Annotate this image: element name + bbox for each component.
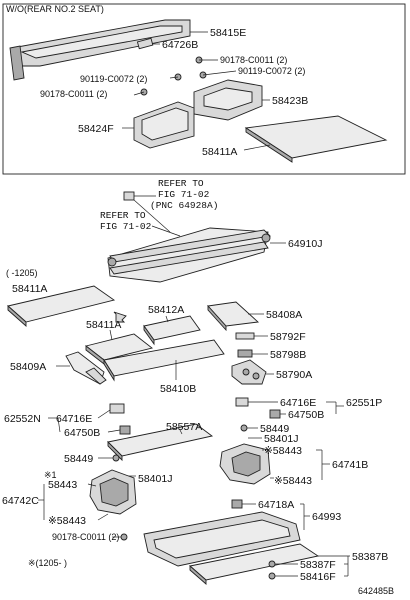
frame-caption: W/O(REAR NO.2 SEAT): [6, 4, 104, 14]
screw-icon: [112, 454, 120, 462]
label-58443-l2: ※58443: [48, 515, 86, 527]
range-note-2: ※(1205- ): [28, 558, 67, 568]
label-58410B: 58410B: [160, 383, 196, 395]
label-58790A: 58790A: [276, 369, 312, 381]
label-58424F: 58424F: [78, 123, 114, 135]
label-64910J: 64910J: [288, 238, 322, 250]
label-64993: 64993: [312, 511, 341, 523]
label-64750B-left: 64750B: [64, 427, 100, 439]
label-90178-bottom: 90178-C0011 (2): [52, 532, 119, 542]
part-58798B-shape: [237, 349, 253, 358]
part-64993-shape: [143, 499, 301, 567]
label-58411A-mid: 58411A: [12, 283, 47, 295]
part-64726B-shape: [136, 37, 154, 50]
label-58387B: 58387B: [352, 551, 388, 563]
label-64741B: 64741B: [332, 459, 368, 471]
label-58792F: 58792F: [270, 331, 306, 343]
part-64910J-shape: [107, 227, 271, 283]
svg-text:FIG 71-02: FIG 71-02: [100, 221, 152, 232]
part-58408A-shape: [207, 301, 260, 332]
label-58449-right: 58449: [260, 423, 289, 435]
part-64750B-left-shape: [119, 425, 131, 435]
refer-note-1: REFER TO FIG 71-02 (PNC 64928A): [150, 178, 218, 211]
label-64716E-left: 64716E: [56, 413, 92, 425]
label-64718A: 64718A: [258, 499, 294, 511]
part-58415E-shape: [9, 19, 191, 81]
label-90119-right: 90119-C0072 (2): [238, 66, 305, 76]
fastener-icon: [268, 560, 276, 568]
part-58790A-shape: [231, 359, 267, 385]
label-58416F: 58416F: [300, 571, 336, 583]
label-58798B: 58798B: [270, 349, 306, 361]
range-note-1: ( -1205): [6, 268, 38, 278]
svg-text:REFER TO: REFER TO: [158, 178, 204, 189]
label-58409A: 58409A: [10, 361, 46, 373]
label-58411A-top: 58411A: [202, 146, 237, 158]
part-64742C-shape: [89, 469, 137, 515]
part-58423B-shape: [193, 79, 263, 121]
label-90119-left: 90119-C0072 (2): [80, 74, 147, 84]
label-62551P: 62551P: [346, 397, 382, 409]
label-64726B: 64726B: [162, 39, 198, 51]
part-64716E-right-shape: [235, 397, 249, 407]
part-58409A-shape: [65, 351, 107, 385]
label-58443-r1: ※58443: [264, 445, 302, 457]
label-58401J-right: 58401J: [264, 433, 298, 445]
label-58423B: 58423B: [272, 95, 308, 107]
svg-text:(PNC 64928A): (PNC 64928A): [150, 200, 218, 211]
label-90178-top: 90178-C0011 (2): [220, 55, 287, 65]
svg-text:FIG 71-02: FIG 71-02: [158, 189, 210, 200]
label-62552N: 62552N: [4, 413, 41, 425]
part-58410B-shape: [103, 339, 225, 382]
refer-note-2: REFER TO FIG 71-02: [100, 210, 152, 232]
part-58411A-mid-shape: [7, 285, 116, 328]
label-58415E: 58415E: [210, 27, 246, 39]
bracket-shape: [123, 191, 135, 201]
label-58443-r2: ※58443: [274, 475, 312, 487]
fastener-icon: [268, 572, 276, 580]
label-58557A: 58557A: [166, 421, 202, 433]
screw-icon: [120, 533, 128, 541]
part-58557A-shape: [107, 423, 214, 462]
part-58411A-top-shape: [244, 115, 388, 163]
label-64716E-right: 64716E: [280, 397, 316, 409]
label-58443-l1: 58443: [48, 479, 77, 491]
part-58412A-shape: [143, 315, 201, 346]
arrow-icon: [113, 311, 127, 323]
star-note: ※1: [44, 470, 57, 480]
label-58411A-sub: 58411A: [86, 319, 121, 331]
label-58449-left: 58449: [64, 453, 93, 465]
label-90178-left: 90178-C0011 (2): [40, 89, 107, 99]
part-58792F-shape: [235, 332, 255, 340]
label-64742C: 64742C: [2, 495, 39, 507]
screw-icon: [240, 424, 248, 432]
label-58412A: 58412A: [148, 304, 184, 316]
label-58408A: 58408A: [266, 309, 302, 321]
label-58387F: 58387F: [300, 559, 336, 571]
svg-text:REFER TO: REFER TO: [100, 210, 146, 221]
part-64716E-left-shape: [109, 403, 125, 414]
part-58424F-shape: [133, 101, 195, 149]
label-64750B-right: 64750B: [288, 409, 324, 421]
variant-frame: [2, 3, 406, 175]
part-64741B-shape: [219, 443, 271, 485]
label-58401J-left: 58401J: [138, 473, 172, 485]
diagram-id: 642485B: [358, 586, 394, 596]
part-64750B-right-shape: [269, 409, 281, 419]
